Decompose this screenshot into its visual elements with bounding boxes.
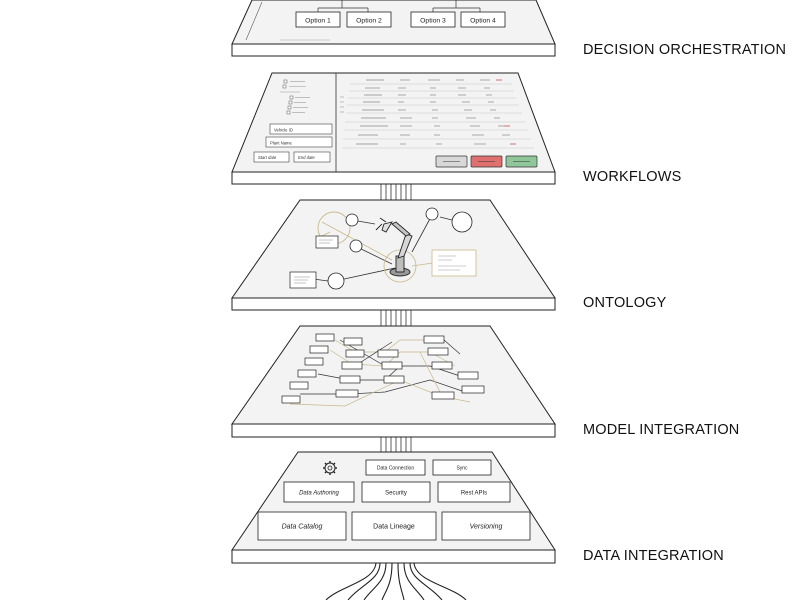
workflow-table bbox=[342, 83, 534, 149]
ontology-node-4[interactable] bbox=[327, 272, 345, 290]
layer-decision-orchestration: Option 1 Option 2 Option 3 Option 4 bbox=[231, 0, 556, 57]
plant-name-field[interactable] bbox=[265, 136, 333, 148]
table-cell-marks bbox=[356, 79, 510, 145]
option-label-3: Option 3 bbox=[420, 18, 446, 25]
label-model-integration: MODEL INTEGRATION bbox=[583, 422, 740, 438]
layer-data-integration: Data Connection Sync Data Authoring Secu… bbox=[231, 451, 556, 564]
model-node[interactable] bbox=[289, 381, 309, 390]
ontology-card-3[interactable] bbox=[431, 249, 477, 277]
model-node[interactable] bbox=[377, 349, 399, 358]
label-data-integration: DATA INTEGRATION bbox=[583, 548, 724, 564]
model-node[interactable] bbox=[427, 347, 449, 356]
filter-checkbox-list bbox=[282, 79, 294, 115]
model-dag-nodes bbox=[281, 333, 485, 404]
model-node[interactable] bbox=[383, 375, 405, 384]
end-date-label: End date bbox=[298, 155, 315, 160]
model-node[interactable] bbox=[343, 337, 363, 346]
tile-label: Data Lineage bbox=[373, 524, 415, 531]
label-decision-orchestration: DECISION ORCHESTRATION bbox=[583, 42, 787, 58]
layer-model-integration bbox=[231, 325, 556, 438]
model-node[interactable] bbox=[341, 361, 363, 370]
data-tile-sync[interactable]: Sync bbox=[432, 459, 492, 476]
model-node[interactable] bbox=[304, 357, 324, 366]
ontology-node-6[interactable] bbox=[451, 211, 473, 233]
layer-ontology bbox=[231, 199, 556, 311]
model-node[interactable] bbox=[457, 371, 479, 380]
vehicle-id-label: Vehicle ID bbox=[274, 128, 293, 133]
ontology-card-2[interactable] bbox=[289, 271, 317, 289]
ontology-node-3[interactable] bbox=[349, 239, 363, 253]
model-node[interactable] bbox=[423, 335, 445, 344]
model-node[interactable] bbox=[461, 385, 485, 394]
option-box-1[interactable] bbox=[295, 11, 341, 28]
option-box-3[interactable] bbox=[410, 11, 456, 28]
ontology-node-2[interactable] bbox=[345, 213, 359, 227]
model-node[interactable] bbox=[431, 391, 455, 400]
ontology-card-1[interactable] bbox=[315, 235, 339, 249]
layer-workflows: Vehicle ID Plant Name Start date End dat… bbox=[231, 72, 556, 185]
model-node[interactable] bbox=[345, 349, 365, 358]
data-tile-data-catalog[interactable]: Data Catalog bbox=[257, 511, 347, 541]
model-node[interactable] bbox=[339, 375, 361, 384]
data-tile-versioning[interactable]: Versioning bbox=[441, 511, 531, 541]
tile-label: Data Connection bbox=[377, 466, 414, 472]
label-workflows: WORKFLOWS bbox=[583, 169, 682, 185]
end-date-field[interactable] bbox=[293, 151, 331, 163]
cable-bundle bbox=[325, 562, 467, 601]
tile-label: Rest APIs bbox=[461, 491, 487, 497]
tile-label: Security bbox=[385, 491, 407, 497]
tile-label: Versioning bbox=[470, 524, 503, 531]
model-node[interactable] bbox=[381, 361, 403, 370]
data-tile-security[interactable]: Security bbox=[361, 481, 431, 503]
option-label-1: Option 1 bbox=[305, 18, 331, 25]
data-tile-rest-apis[interactable]: Rest APIs bbox=[437, 481, 511, 503]
robot-arm-ring bbox=[383, 249, 417, 283]
label-ontology: ONTOLOGY bbox=[583, 295, 667, 311]
connector-lines bbox=[380, 184, 412, 453]
model-node[interactable] bbox=[431, 361, 453, 370]
gear-icon bbox=[323, 461, 337, 475]
plant-name-label: Plant Name bbox=[270, 141, 293, 146]
tile-label: Sync bbox=[456, 466, 468, 472]
data-tile-data-lineage[interactable]: Data Lineage bbox=[351, 511, 437, 541]
model-node[interactable] bbox=[315, 333, 335, 342]
option-boxes: Option 1 Option 2 Option 3 Option 4 bbox=[295, 11, 506, 28]
option-box-2[interactable] bbox=[346, 11, 392, 28]
vehicle-id-field[interactable] bbox=[269, 123, 333, 135]
tile-label: Data Authoring bbox=[299, 491, 339, 497]
data-tile-data-connection[interactable]: Data Connection bbox=[365, 459, 426, 476]
robot-arm-icon bbox=[375, 217, 413, 277]
model-node[interactable] bbox=[281, 395, 301, 404]
option-label-4: Option 4 bbox=[470, 18, 496, 25]
tile-label: Data Catalog bbox=[282, 524, 323, 531]
model-node[interactable] bbox=[309, 345, 329, 354]
data-tile-data-authoring[interactable]: Data Authoring bbox=[283, 481, 355, 503]
start-date-label: Start date bbox=[258, 155, 277, 160]
option-label-2: Option 2 bbox=[356, 18, 382, 25]
ontology-node-5[interactable] bbox=[425, 207, 439, 221]
model-node[interactable] bbox=[297, 369, 317, 378]
option-box-4[interactable] bbox=[460, 11, 506, 28]
model-node[interactable] bbox=[335, 389, 359, 398]
start-date-field[interactable] bbox=[253, 151, 290, 163]
